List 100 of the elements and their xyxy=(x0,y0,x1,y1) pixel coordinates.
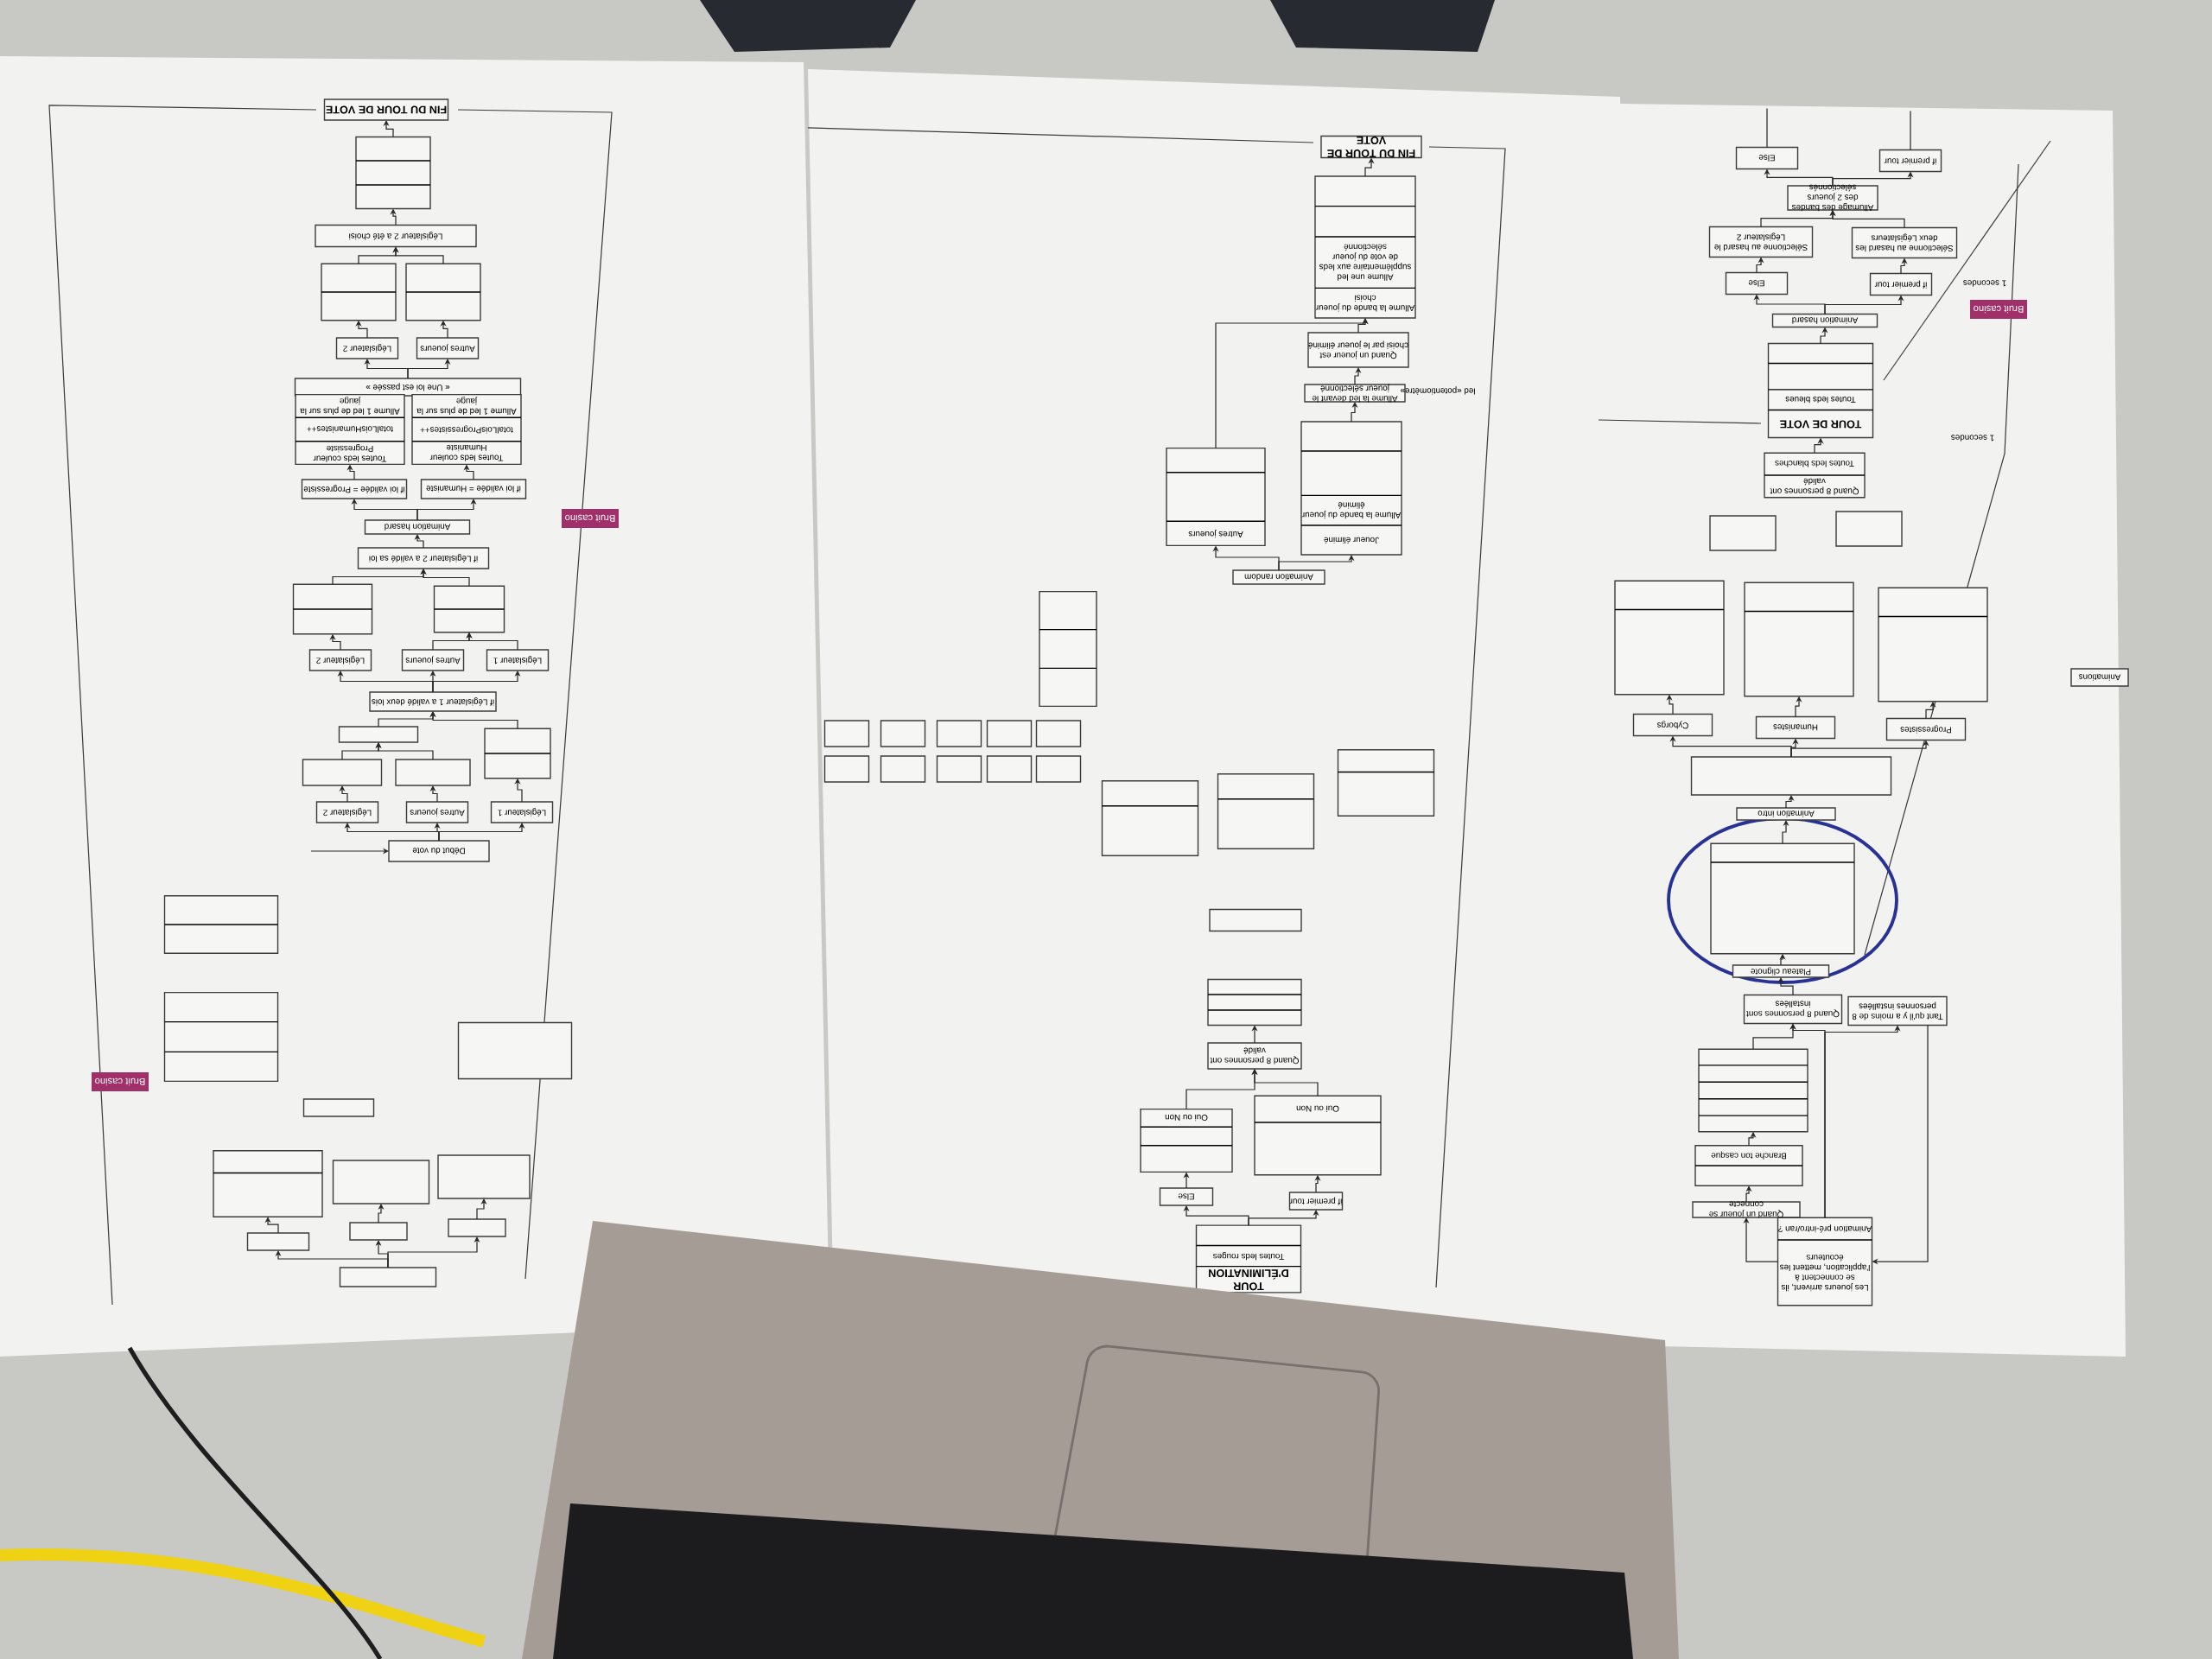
blank-box xyxy=(321,263,397,321)
blank-box xyxy=(338,726,419,743)
process-box: Sélectionne au hasard le Législateur 2 xyxy=(1708,226,1814,258)
blank-box xyxy=(936,755,982,783)
blank-box xyxy=(355,136,431,210)
arrow xyxy=(420,569,470,587)
process-box: Animation hasard xyxy=(364,519,471,535)
blank-box xyxy=(1710,842,1855,955)
arrow xyxy=(414,534,424,549)
arrow xyxy=(1743,1217,1779,1262)
process-box: Else xyxy=(1725,271,1789,296)
process-box: Législateur 1 xyxy=(486,649,550,671)
blank-box xyxy=(437,1154,531,1199)
process-box: TOUR D'ÉLIMINATION Toutes leds rouges xyxy=(1195,1224,1302,1294)
process-box: if Législateur 1 a validé deux lois xyxy=(369,691,497,712)
blank-box xyxy=(1039,590,1097,708)
blank-box xyxy=(302,1098,375,1117)
process-box: Quand un joueur est choisi par le joueur éliminé xyxy=(1307,332,1409,368)
process-box: Animation hasard xyxy=(1771,313,1878,328)
process-box: if premier tour xyxy=(1869,272,1933,296)
blank-box xyxy=(1035,720,1082,747)
process-box: Allumage des bandes des 2 joueurs sélectionnés xyxy=(1787,184,1878,212)
process-box: Législateur 2 a été choisi xyxy=(315,224,477,248)
blank-box xyxy=(1709,515,1777,551)
process-box: « Une loi est passée » xyxy=(294,378,522,397)
blank-box xyxy=(1690,756,1892,796)
process-box: Législateur 2 xyxy=(308,649,372,671)
process-box: Quand 8 personnes sont installées xyxy=(1743,994,1843,1025)
blank-box xyxy=(457,1021,573,1080)
sound-cue-tag: Bruit casino xyxy=(562,509,619,528)
process-box: Branche ton casque xyxy=(1694,1145,1803,1186)
arrow xyxy=(429,785,438,803)
arrow xyxy=(264,1217,279,1234)
blank-box xyxy=(484,728,551,779)
blank-box xyxy=(880,720,926,747)
process-box: Autres joueurs xyxy=(401,649,465,671)
blank-box xyxy=(1217,773,1315,849)
arrow xyxy=(339,785,348,803)
process-box: Else xyxy=(1159,1187,1214,1206)
blank-box xyxy=(1878,587,1988,702)
arrow xyxy=(429,711,518,729)
process-box: if loi validée = Progressiste xyxy=(301,479,408,499)
sound-cue-tag: Bruit casino xyxy=(1970,300,2027,319)
blank-box xyxy=(1835,511,1903,547)
side-note: led «potentiomètre» xyxy=(1400,386,1475,395)
process-box: Toutes leds couleur Humaniste totalLoisProgressistes++ Allume 1 led de plus sur la jauge xyxy=(411,393,522,466)
process-box: TOUR DE VOTE Toutes leds bleues xyxy=(1767,342,1874,439)
arrow xyxy=(1251,1069,1319,1096)
blank-box xyxy=(936,720,982,747)
process-box: if loi validée = Humaniste xyxy=(420,479,527,499)
process-box: Animation random xyxy=(1232,569,1325,585)
arrow xyxy=(383,120,394,138)
arrow xyxy=(1777,977,1794,996)
blank-box xyxy=(433,585,505,633)
process-box: Humanistes xyxy=(1755,715,1836,740)
process-box: Progressistes xyxy=(1885,717,1967,741)
process-box: if premier tour xyxy=(1288,1192,1344,1211)
blank-box xyxy=(163,895,279,954)
blank-box xyxy=(332,1160,430,1205)
process-box: Les joueurs arrivent, ils se connectent à l'application, mettent les écouteurs Animation pré-intro/ran ? xyxy=(1777,1217,1873,1306)
blank-box xyxy=(1209,908,1302,932)
process-box: Quand 8 personnes ont validé Toutes leds blanches xyxy=(1764,452,1866,499)
blank-box xyxy=(1698,1048,1808,1133)
blank-box xyxy=(1207,978,1302,1027)
process-box: Cyborgs xyxy=(1632,713,1713,737)
blank-box xyxy=(246,1232,310,1251)
sound-cue-tag: Bruit casino xyxy=(92,1072,149,1091)
arrow xyxy=(375,742,434,760)
blank-box xyxy=(302,759,383,786)
process-box: Tant qu'il y a moins de 8 personnes installées xyxy=(1847,995,1948,1027)
process-box: Animations xyxy=(2070,668,2129,687)
process-box: Quand un joueur se connecte xyxy=(1692,1201,1801,1218)
process-box: Oui ou Non xyxy=(1254,1095,1382,1176)
blank-box xyxy=(213,1150,323,1217)
blank-box xyxy=(986,755,1033,783)
process-box: Autres joueurs xyxy=(416,337,480,359)
process-box: Animation intro xyxy=(1736,807,1836,821)
process-box: Autres joueurs xyxy=(405,801,469,823)
blank-box xyxy=(1337,749,1435,817)
process-box: if premier tour xyxy=(1878,149,1942,173)
side-note: 1 secondes xyxy=(1951,435,1994,442)
blank-box xyxy=(1614,580,1725,696)
arrow xyxy=(1829,210,1905,229)
blank-box xyxy=(163,991,279,1083)
process-box: Oui ou Non xyxy=(1140,1108,1233,1173)
blank-box xyxy=(986,720,1033,747)
process-box: Législateur 2 xyxy=(315,801,379,823)
process-box: Début du vote xyxy=(388,840,490,862)
process-box: if Législateur 2 a validé sa loi xyxy=(357,547,490,569)
blank-box xyxy=(339,1267,437,1287)
blank-box xyxy=(292,583,373,635)
blank-box xyxy=(1744,582,1854,697)
blank-box xyxy=(349,1222,408,1241)
blank-box xyxy=(395,759,471,786)
blank-box xyxy=(823,720,870,747)
process-box: FIN DU TOUR DE VOTE xyxy=(323,99,449,121)
blank-box xyxy=(1101,780,1199,856)
blank-box xyxy=(823,755,870,783)
process-box: Allume la bande du joueur choisi Allume une led supplémentaire aux leds de vote du joueur sélectionné xyxy=(1314,175,1416,319)
process-box: FIN DU TOUR DE VOTE xyxy=(1320,135,1422,159)
